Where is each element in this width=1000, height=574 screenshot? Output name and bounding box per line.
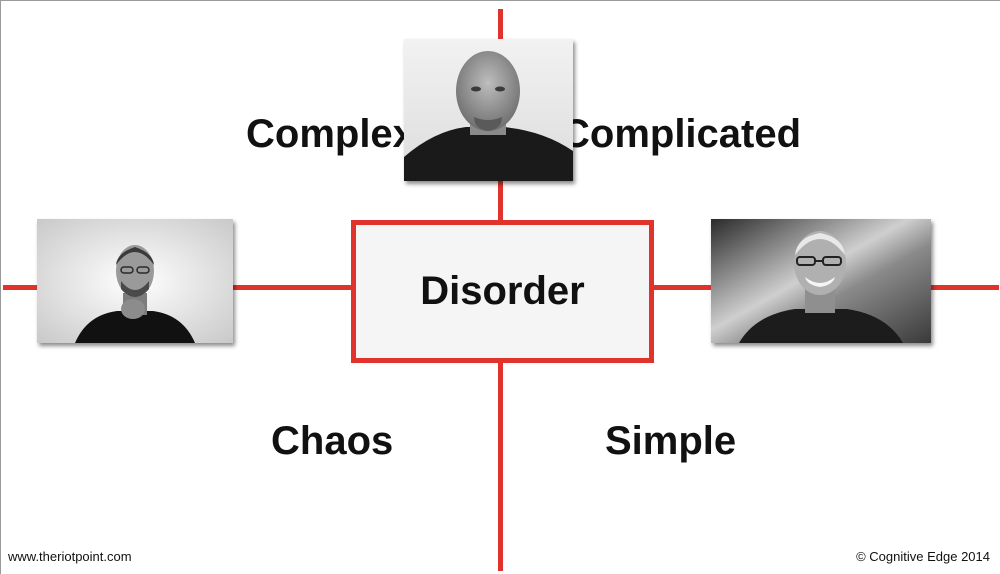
footer-copyright: © Cognitive Edge 2014	[856, 549, 990, 564]
disorder-label: Disorder	[420, 269, 585, 313]
footer-source-url: www.theriotpoint.com	[8, 549, 132, 564]
portrait-photo-top	[404, 39, 573, 181]
quadrant-label-simple: Simple	[605, 419, 737, 463]
quadrant-label-complicated: Complicated	[561, 112, 802, 156]
portrait-photo-left	[37, 219, 233, 343]
quadrant-label-chaos: Chaos	[271, 419, 394, 463]
disorder-box: Disorder	[351, 220, 654, 363]
portrait-photo-right	[711, 219, 931, 343]
quadrant-label-complex: Complex	[246, 112, 415, 156]
